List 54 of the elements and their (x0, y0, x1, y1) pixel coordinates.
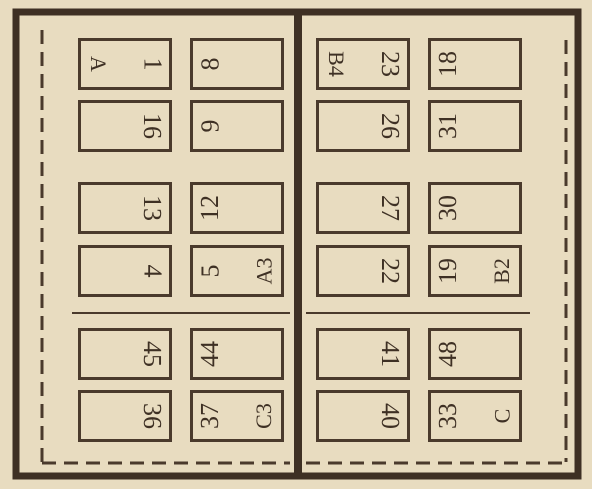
page-box (316, 100, 410, 152)
page-number: 8 (197, 58, 223, 70)
page-number: 27 (377, 195, 403, 221)
page-box (78, 245, 172, 297)
page-number: 19 (435, 258, 461, 284)
page-box (428, 245, 522, 297)
page-box (316, 245, 410, 297)
page-box (190, 390, 284, 442)
page-box (78, 100, 172, 152)
page-box (316, 182, 410, 234)
page-number: 12 (197, 195, 223, 221)
page-box (78, 38, 172, 90)
signature-mark: A (84, 56, 111, 72)
page-number: 30 (435, 195, 461, 221)
page-box (190, 182, 284, 234)
page-number: 48 (435, 341, 461, 367)
signature-mark: C (488, 408, 515, 424)
page-number: 1 (139, 58, 165, 70)
signature-mark: B4 (322, 51, 349, 77)
page-box (316, 390, 410, 442)
page-number: 9 (197, 120, 223, 132)
page-number: 26 (377, 113, 403, 139)
page-number: 18 (435, 51, 461, 77)
page-box (428, 182, 522, 234)
page-box (78, 390, 172, 442)
page-number: 13 (139, 195, 165, 221)
page-box (428, 100, 522, 152)
page-number: 33 (435, 403, 461, 429)
page-box (428, 390, 522, 442)
page-number: 41 (377, 341, 403, 367)
page-number: 23 (377, 51, 403, 77)
page-number: 44 (197, 341, 223, 367)
page-number: 40 (377, 403, 403, 429)
page-box (428, 328, 522, 380)
signature-mark: C3 (250, 403, 277, 429)
page-number: 31 (435, 113, 461, 139)
page-box (190, 38, 284, 90)
page-box (316, 328, 410, 380)
page-box (316, 38, 410, 90)
page-number: 45 (139, 341, 165, 367)
page-number: 22 (377, 258, 403, 284)
signature-mark: B2 (488, 258, 515, 284)
page-box (78, 328, 172, 380)
page-number: 4 (139, 264, 165, 278)
page-box (190, 100, 284, 152)
page-number: 16 (139, 113, 165, 139)
page-box (78, 182, 172, 234)
page-box (190, 328, 284, 380)
page-box (428, 38, 522, 90)
page-box (190, 245, 284, 297)
page-number: 36 (139, 403, 165, 429)
signature-mark: A3 (250, 258, 277, 284)
page-number: 37 (197, 403, 223, 429)
page-number: 5 (197, 264, 223, 278)
